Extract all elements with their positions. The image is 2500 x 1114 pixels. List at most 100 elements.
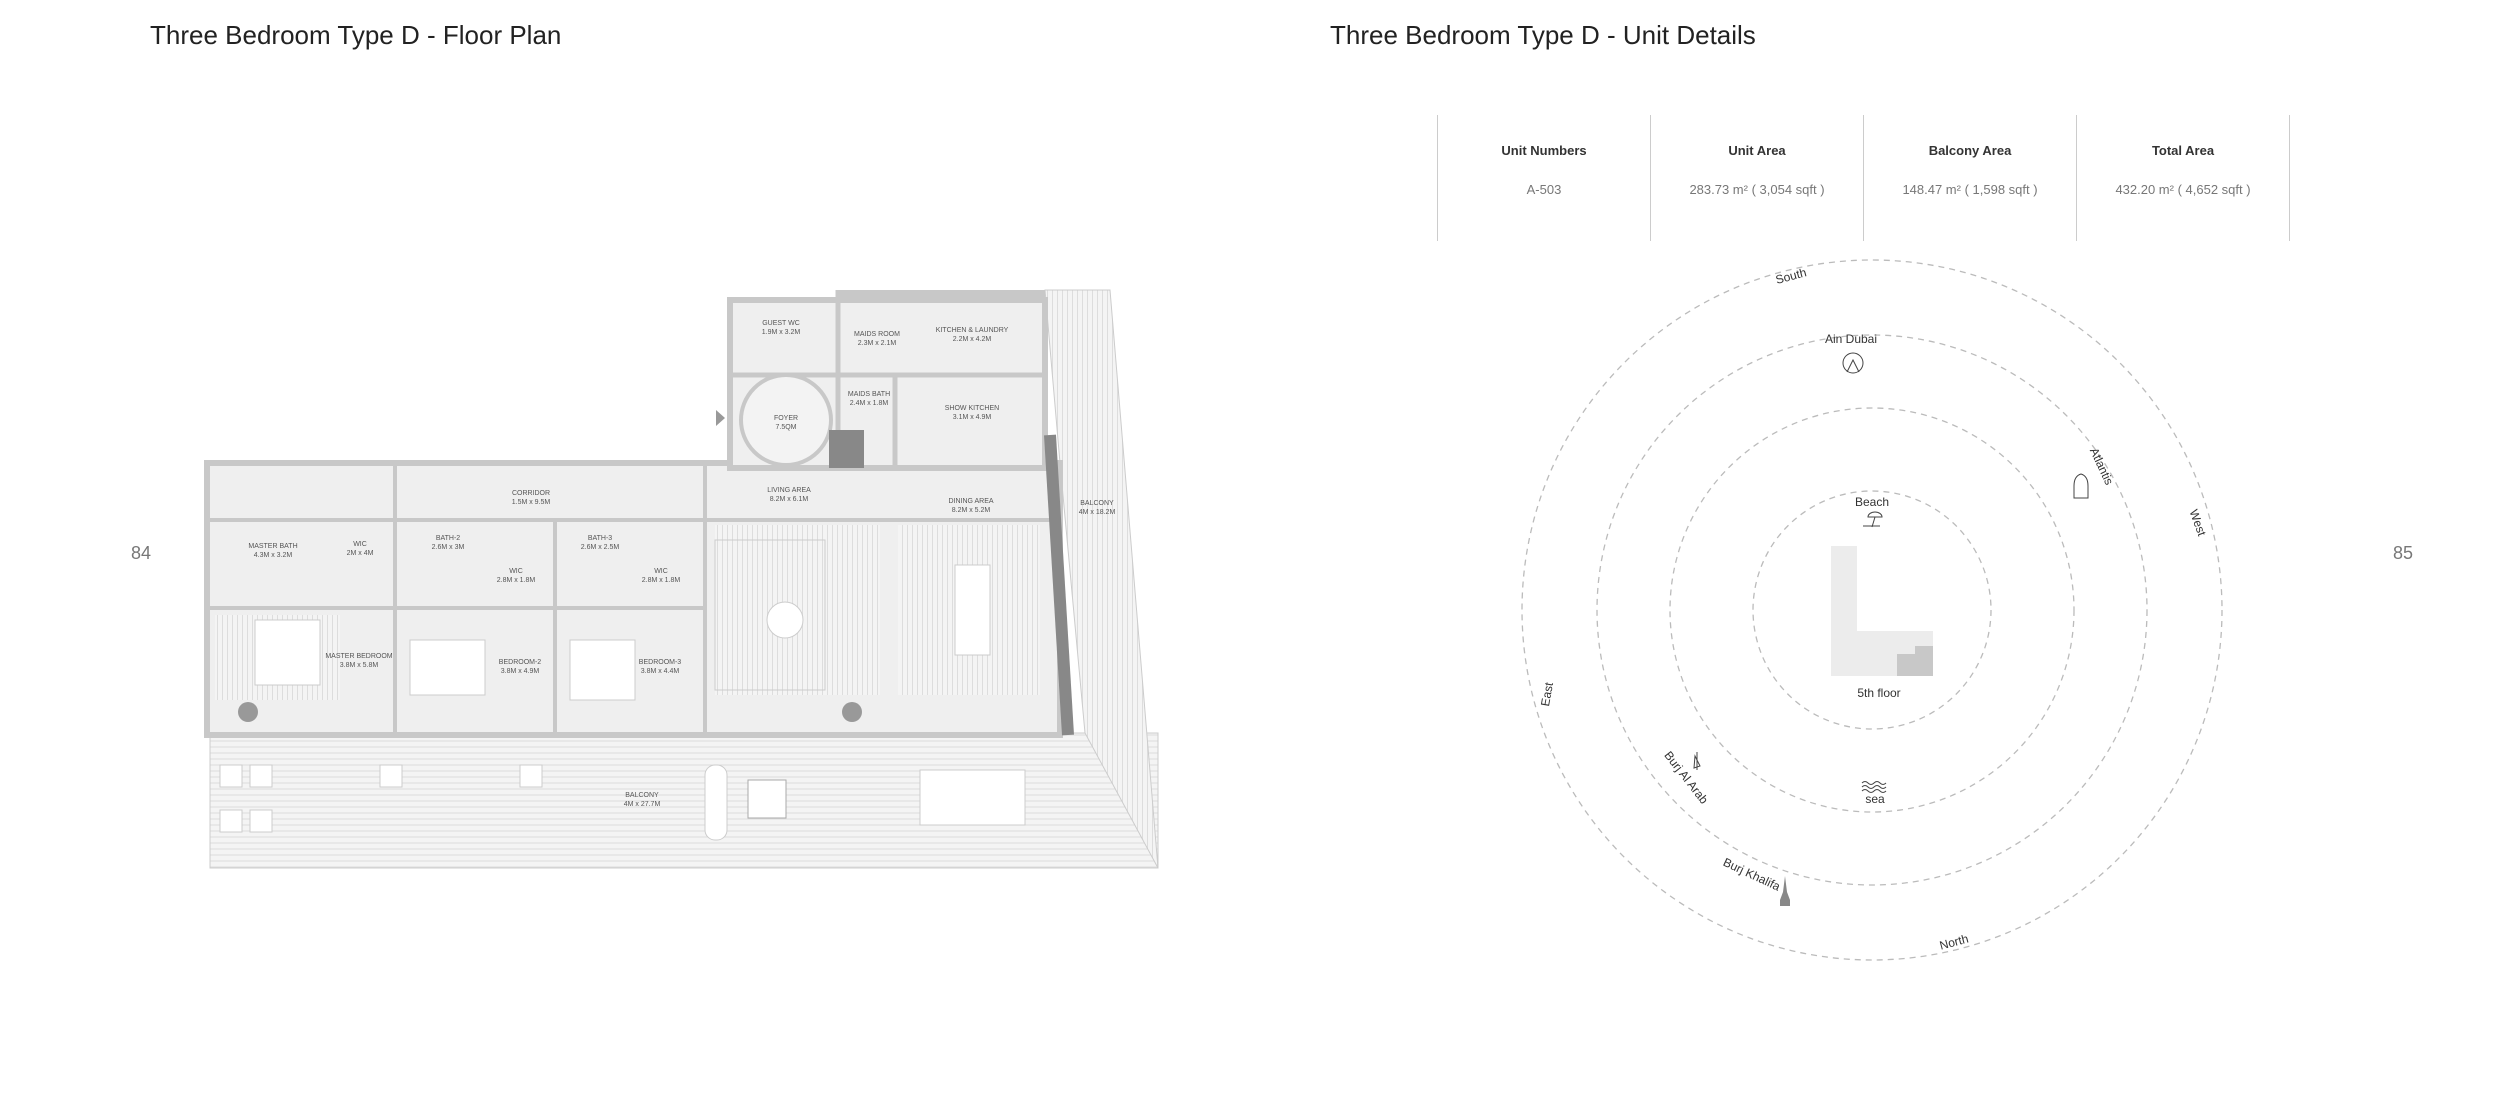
waves-icon (1861, 781, 1887, 793)
room-size: 2.4M x 1.8M (850, 400, 889, 407)
column-value: 432.20 m² ( 4,652 sqft ) (2115, 182, 2251, 197)
column-value: 148.47 m² ( 1,598 sqft ) (1902, 182, 2038, 197)
room-name: KITCHEN & LAUNDRY (936, 327, 1009, 334)
room-name: BALCONY (625, 792, 659, 799)
foyer-circle (739, 373, 833, 467)
column-header: Unit Numbers (1501, 143, 1587, 158)
floor-plan-title: Three Bedroom Type D - Floor Plan (150, 20, 562, 50)
room-size: 1.5M x 9.5M (512, 499, 551, 506)
room-size: 3.8M x 4.4M (641, 668, 680, 675)
landmark-atlantis: Atlantis (2087, 446, 2116, 488)
room-name: MAIDS BATH (848, 391, 890, 398)
room-name: BEDROOM-2 (499, 659, 542, 666)
balcony-area-column: Balcony Area 148.47 m² ( 1,598 sqft ) (1863, 115, 2076, 241)
bed-2 (409, 639, 486, 696)
direction-east: East (1538, 681, 1556, 708)
shaft (829, 430, 864, 468)
room-name: MASTER BATH (248, 543, 297, 550)
ring-2 (1596, 334, 2148, 886)
landmark-burj-khalifa: Burj Khalifa (1721, 855, 1783, 894)
direction-south: South (1774, 265, 1808, 287)
room-name: BEDROOM-3 (639, 659, 682, 666)
room-size: 2.6M x 2.5M (581, 544, 620, 551)
room-size: 4.3M x 3.2M (254, 552, 293, 559)
landmark-ain-dubai: Ain Dubai (1825, 332, 1877, 346)
room-size: 8.2M x 6.1M (770, 496, 809, 503)
column-value: A-503 (1526, 182, 1562, 197)
coffee-table (766, 601, 804, 639)
room-size: 2.6M x 3M (432, 544, 465, 551)
room-size: 8.2M x 5.2M (952, 507, 991, 514)
unit-highlight (1897, 646, 1933, 676)
entrance-arrow-icon (716, 410, 725, 426)
room-name: WIC (353, 541, 367, 548)
room-size: 4M x 27.7M (624, 801, 661, 808)
room-name: SHOW KITCHEN (945, 405, 999, 412)
room-size: 3.8M x 4.9M (501, 668, 540, 675)
balcony-east (1044, 289, 1159, 869)
floor-label: 5th floor (1857, 686, 1900, 700)
beach-umbrella-icon (1863, 511, 1883, 528)
ring-inner (1752, 490, 1992, 730)
outdoor-sofa (704, 764, 728, 841)
building-footprint (1831, 546, 1933, 676)
column-value: 283.73 m² ( 3,054 sqft ) (1689, 182, 1825, 197)
burj-al-arab-icon (1693, 752, 1701, 770)
wall (838, 290, 1045, 302)
unit-area-column: Unit Area 283.73 m² ( 3,054 sqft ) (1650, 115, 1863, 241)
master-bed (254, 619, 321, 686)
room-size: 1.9M x 3.2M (762, 329, 801, 336)
ring-3 (1669, 407, 2075, 813)
room-size: 2.3M x 2.1M (858, 340, 897, 347)
room-size: 2.8M x 1.8M (497, 577, 536, 584)
column-header: Balcony Area (1928, 143, 2012, 158)
room-name: LIVING AREA (767, 487, 811, 494)
room-name: WIC (509, 568, 523, 575)
facade-wall (1044, 434, 1074, 736)
room-size: 7.5QM (775, 424, 796, 431)
outdoor-dining (919, 769, 1026, 826)
column-header: Unit Area (1728, 143, 1786, 158)
room-name: BALCONY (1080, 500, 1114, 507)
page-number-left: 84 (131, 543, 152, 563)
room-name: CORRIDOR (512, 490, 550, 497)
sofa (714, 539, 826, 691)
room-size: 3.8M x 5.8M (340, 662, 379, 669)
room-size: 2.2M x 4.2M (953, 336, 992, 343)
landmark-beach: Beach (1855, 495, 1889, 509)
room-name: BATH-3 (588, 535, 612, 542)
room-size: 3.1M x 4.9M (953, 414, 992, 421)
room-name: WIC (654, 568, 668, 575)
total-area-column: Total Area 432.20 m² ( 4,652 sqft ) (2076, 115, 2290, 241)
atlantis-icon (2073, 473, 2089, 499)
column-header: Total Area (2151, 143, 2215, 158)
lounge-chairs (219, 764, 543, 833)
room-size: 2M x 4M (347, 550, 374, 557)
ring-outer (1521, 259, 2223, 961)
room-name: GUEST WC (762, 320, 800, 327)
landmark-sea: sea (1865, 792, 1885, 806)
direction-north: North (1938, 932, 1970, 953)
direction-west: West (2187, 507, 2210, 538)
plant (842, 702, 862, 722)
page-number-right: 85 (2393, 543, 2414, 563)
room-size: 4M x 18.2M (1079, 509, 1116, 516)
room-labels: GUEST WC 1.9M x 3.2M MAIDS ROOM 2.3M x 2.1M… (248, 320, 1115, 808)
ferris-wheel-icon (1842, 352, 1864, 374)
room-size: 2.8M x 1.8M (642, 577, 681, 584)
dining-table (954, 564, 991, 656)
room-name: FOYER (774, 415, 798, 422)
room-name: DINING AREA (948, 498, 993, 505)
floor-plan: GUEST WC 1.9M x 3.2M MAIDS ROOM 2.3M x 2.1M… (204, 289, 1159, 869)
unit-details-title: Three Bedroom Type D - Unit Details (1330, 20, 1756, 50)
landmark-burj-al-arab: Burj Al Arab (1661, 749, 1711, 807)
burj-khalifa-icon (1780, 876, 1790, 906)
bed-3 (569, 639, 636, 701)
room-name: MAIDS ROOM (854, 331, 900, 338)
room-name: MASTER BEDROOM (325, 653, 392, 660)
outdoor-table (747, 779, 787, 819)
room-name: BATH-2 (436, 535, 460, 542)
plant (238, 702, 258, 722)
